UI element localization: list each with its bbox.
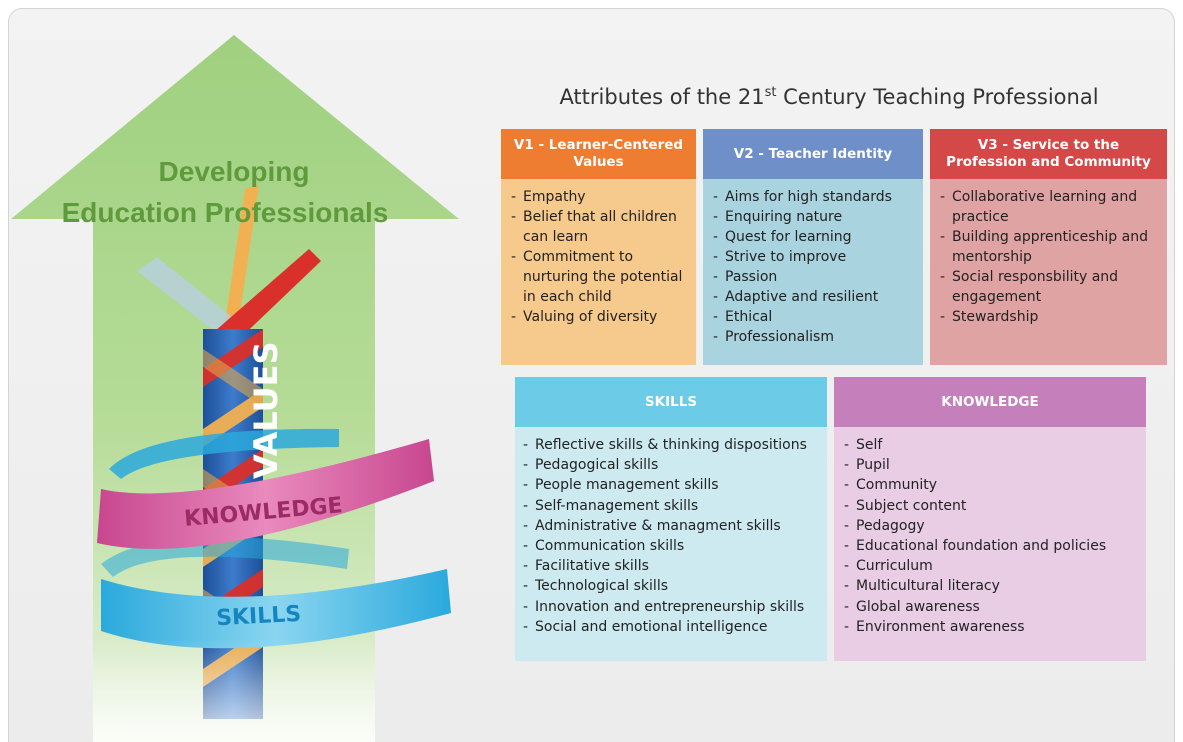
v1-header: V1 - Learner-Centered Values — [501, 129, 696, 179]
list-item: Multicultural literacy — [842, 576, 1138, 596]
list-item: Ethical — [711, 307, 915, 327]
knowledge-header: KNOWLEDGE — [834, 377, 1146, 427]
skills-header: SKILLS — [515, 377, 827, 427]
list-item: Belief that all children can learn — [509, 207, 688, 247]
list-item: Empathy — [509, 187, 688, 207]
v3-list: Collaborative learning and practiceBuild… — [938, 187, 1159, 327]
v3-body: Collaborative learning and practiceBuild… — [930, 179, 1167, 365]
list-item: Social responsbility and engagement — [938, 267, 1159, 307]
v2-header: V2 - Teacher Identity — [703, 129, 923, 179]
list-item: Enquiring nature — [711, 207, 915, 227]
list-item: Building apprenticeship and mentorship — [938, 227, 1159, 267]
list-item: People management skills — [521, 475, 821, 495]
list-item: Collaborative learning and practice — [938, 187, 1159, 227]
list-item: Strive to improve — [711, 247, 915, 267]
list-item: Social and emotional intelligence — [521, 617, 821, 637]
list-item: Educational foundation and policies — [842, 536, 1138, 556]
list-item: Global awareness — [842, 597, 1138, 617]
list-item: Subject content — [842, 496, 1138, 516]
knowledge-body: SelfPupilCommunitySubject contentPedagog… — [834, 427, 1146, 661]
list-item: Technological skills — [521, 576, 821, 596]
skills-box: SKILLS Reflective skills & thinking disp… — [515, 377, 827, 661]
list-item: Stewardship — [938, 307, 1159, 327]
list-item: Valuing of diversity — [509, 307, 688, 327]
values-label: VALUES — [247, 342, 285, 480]
list-item: Pedagogy — [842, 516, 1138, 536]
list-item: Self — [842, 435, 1138, 455]
list-item: Adaptive and resilient — [711, 287, 915, 307]
v3-header: V3 - Service to the Profession and Commu… — [930, 129, 1167, 179]
braid-top-strands — [137, 185, 321, 345]
v2-body: Aims for high standardsEnquiring natureQ… — [703, 179, 923, 365]
list-item: Aims for high standards — [711, 187, 915, 207]
list-item: Quest for learning — [711, 227, 915, 247]
list-item: Professionalism — [711, 327, 915, 347]
v3-box: V3 - Service to the Profession and Commu… — [930, 129, 1167, 365]
skills-body: Reflective skills & thinking disposition… — [515, 427, 827, 661]
v2-list: Aims for high standardsEnquiring natureQ… — [711, 187, 915, 347]
v2-box: V2 - Teacher Identity Aims for high stan… — [703, 129, 923, 365]
list-item: Passion — [711, 267, 915, 287]
list-item: Curriculum — [842, 556, 1138, 576]
knowledge-ribbon — [97, 439, 434, 549]
list-item: Administrative & managment skills — [521, 516, 821, 536]
v1-box: V1 - Learner-Centered Values EmpathyBeli… — [501, 129, 696, 365]
v1-body: EmpathyBelief that all children can lear… — [501, 179, 696, 365]
list-item: Pupil — [842, 455, 1138, 475]
knowledge-box: KNOWLEDGE SelfPupilCommunitySubject cont… — [834, 377, 1146, 661]
list-item: Innovation and entrepreneurship skills — [521, 597, 821, 617]
skills-label: SKILLS — [216, 602, 302, 631]
diagram-frame: Developing Education Professionals VALUE… — [8, 8, 1175, 742]
knowledge-list: SelfPupilCommunitySubject contentPedagog… — [842, 435, 1138, 637]
page-title: Attributes of the 21st Century Teaching … — [559, 85, 1099, 109]
list-item: Pedagogical skills — [521, 455, 821, 475]
list-item: Environment awareness — [842, 617, 1138, 637]
list-item: Community — [842, 475, 1138, 495]
graphic-title-line1: Developing — [159, 156, 310, 187]
list-item: Facilitative skills — [521, 556, 821, 576]
skills-ribbon — [101, 569, 451, 649]
list-item: Reflective skills & thinking disposition… — [521, 435, 821, 455]
list-item: Commitment to nurturing the potential in… — [509, 247, 688, 307]
graphic-title-line2: Education Professionals — [62, 197, 389, 228]
skills-list: Reflective skills & thinking disposition… — [521, 435, 821, 637]
list-item: Self-management skills — [521, 496, 821, 516]
list-item: Communication skills — [521, 536, 821, 556]
v1-list: EmpathyBelief that all children can lear… — [509, 187, 688, 327]
developing-professionals-graphic: Developing Education Professionals VALUE… — [11, 35, 459, 742]
